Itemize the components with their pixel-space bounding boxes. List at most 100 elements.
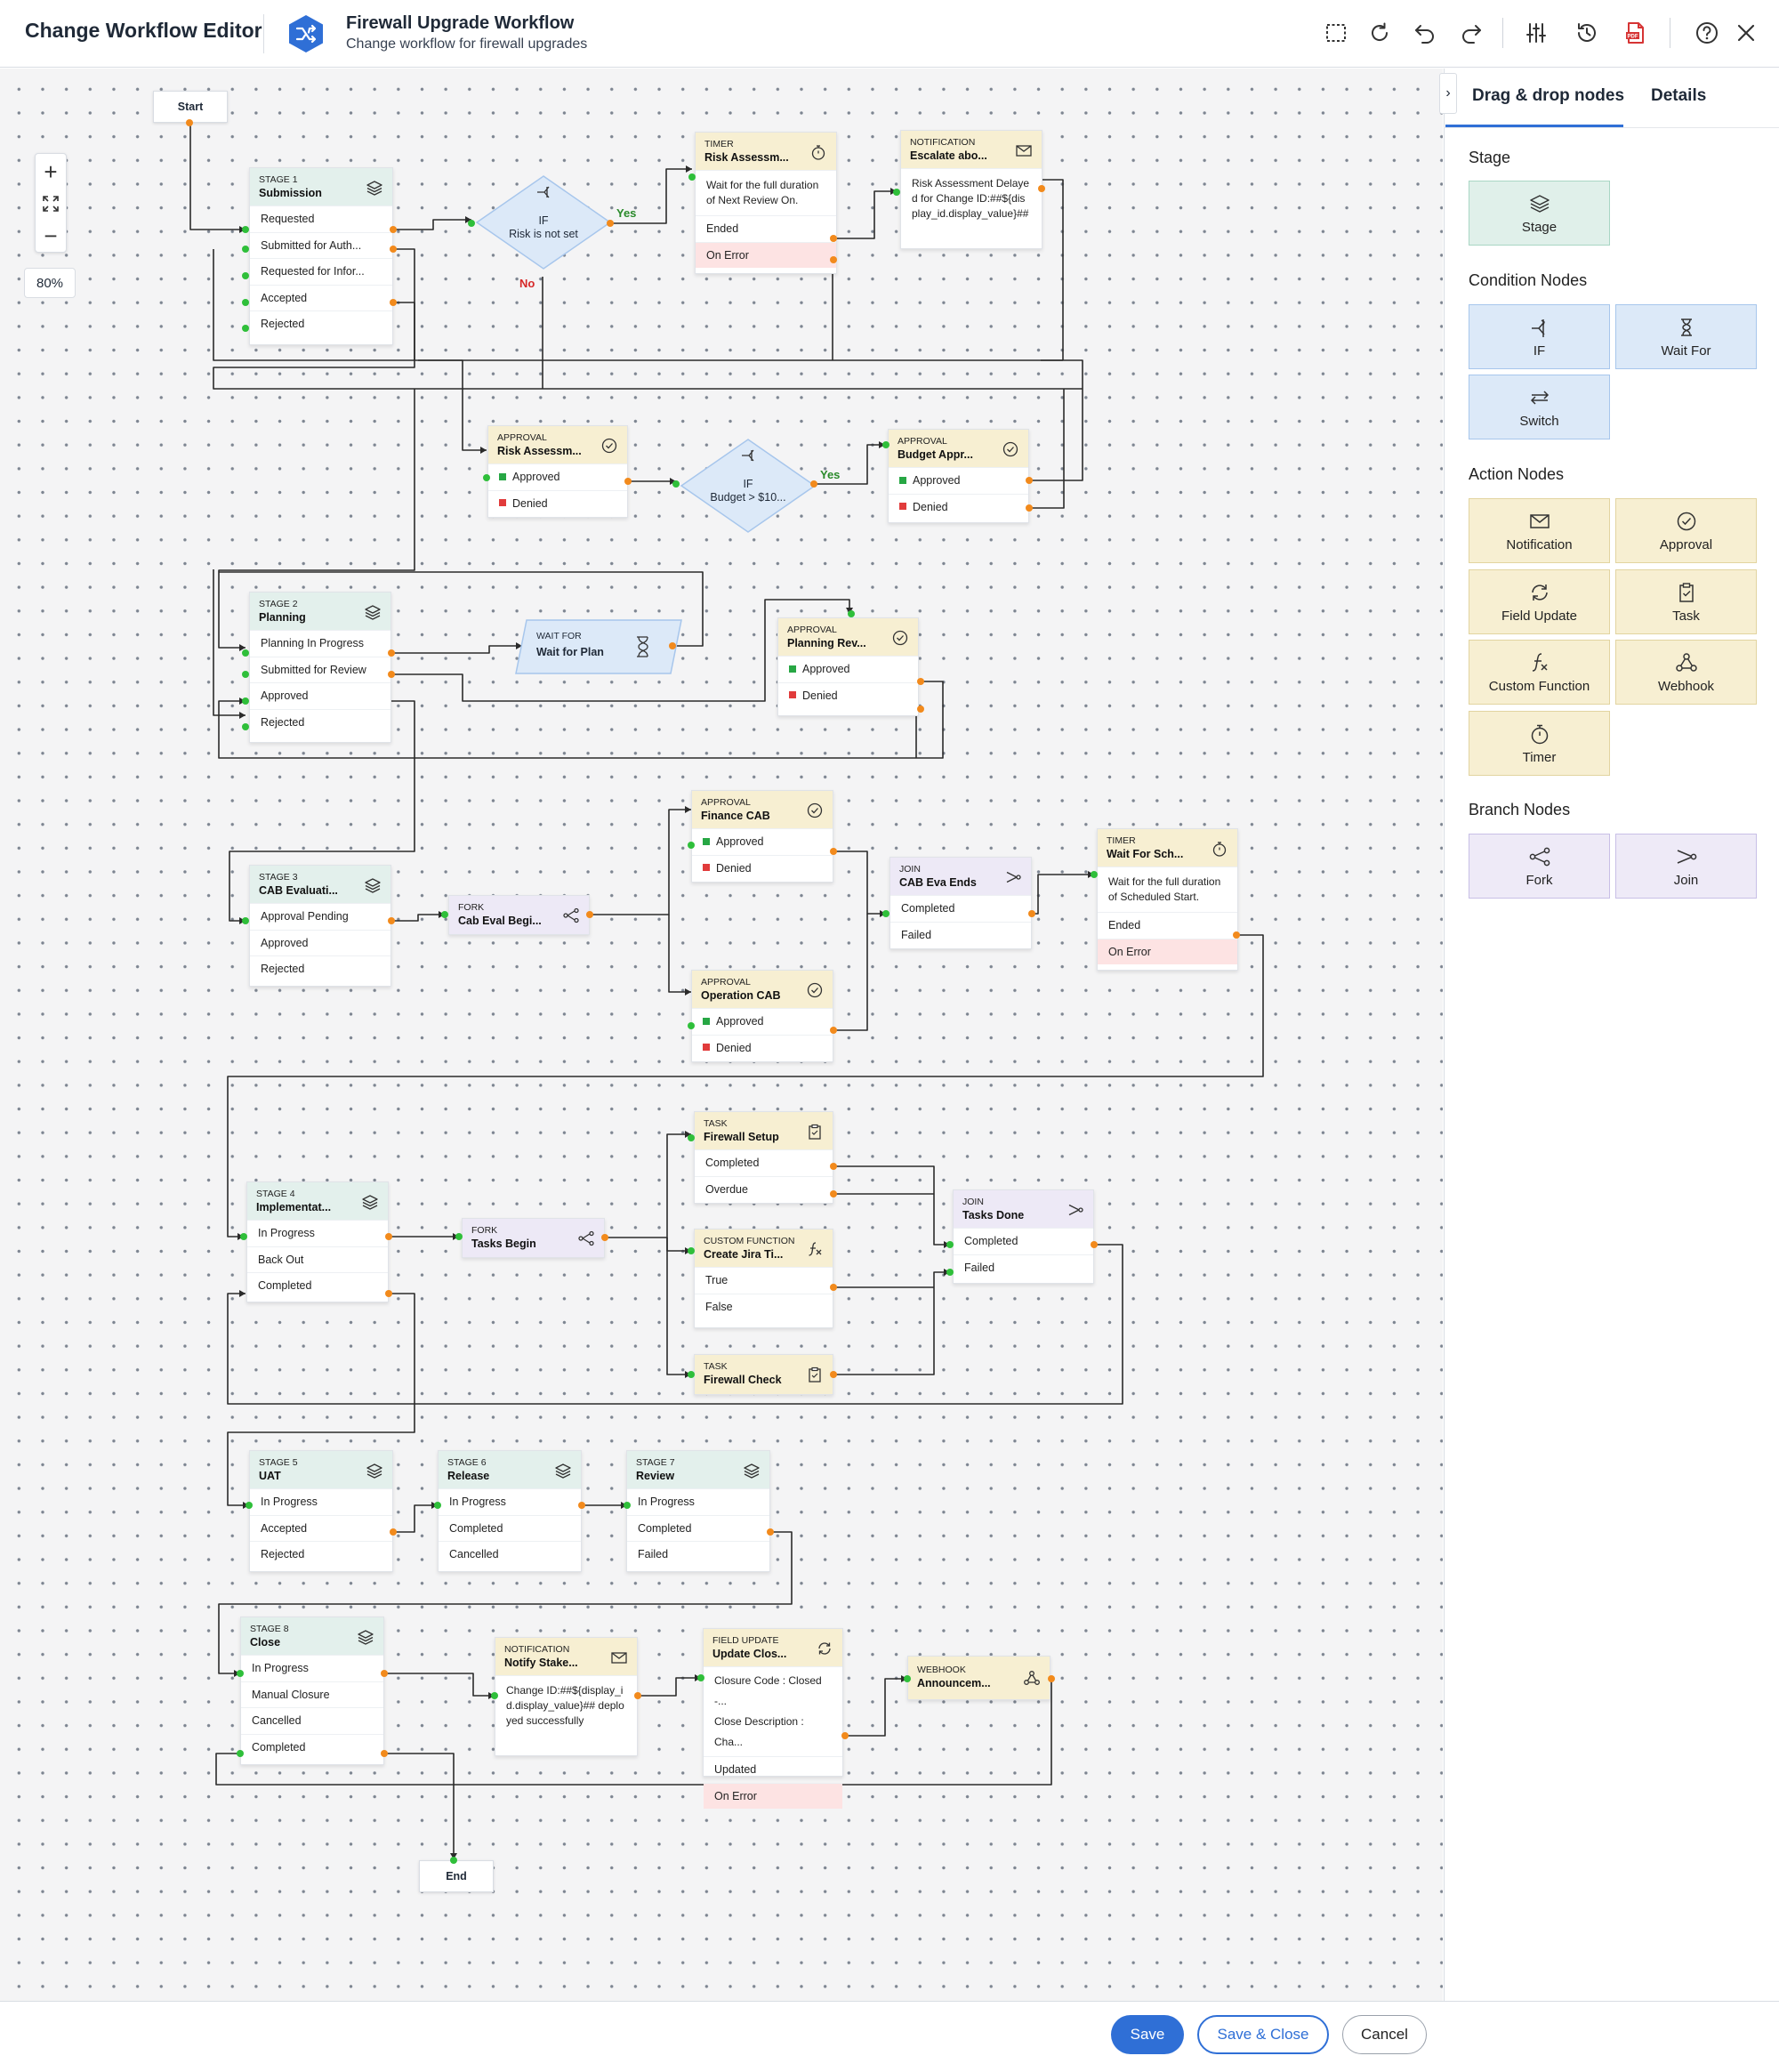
function-outcome-row[interactable]: True xyxy=(695,1267,833,1294)
join-outcome-row[interactable]: Failed xyxy=(954,1254,1093,1281)
join-outcome-row[interactable]: Failed xyxy=(890,921,1031,948)
input-port[interactable] xyxy=(688,1371,695,1378)
palette-custom-function[interactable]: Custom Function xyxy=(1469,640,1610,705)
end-node[interactable]: End xyxy=(419,1860,494,1892)
output-port[interactable] xyxy=(1028,910,1035,917)
input-port[interactable] xyxy=(688,842,695,849)
palette-approval[interactable]: Approval xyxy=(1615,498,1757,563)
stage-status-row[interactable]: Cancelled xyxy=(241,1707,383,1734)
palette-field-update[interactable]: Field Update xyxy=(1469,569,1610,634)
stage-status-row[interactable]: In Progress xyxy=(247,1220,388,1246)
input-port[interactable] xyxy=(688,1247,695,1254)
output-port[interactable] xyxy=(830,1163,837,1170)
timer-error-row[interactable]: On Error xyxy=(696,241,836,268)
output-port[interactable] xyxy=(830,1027,837,1034)
input-port[interactable] xyxy=(946,1269,954,1276)
stage-status-row[interactable]: Cancelled xyxy=(439,1541,581,1568)
input-port[interactable] xyxy=(848,610,855,617)
output-port[interactable] xyxy=(634,1692,641,1699)
output-port[interactable] xyxy=(810,480,817,488)
stage-status-row[interactable]: Submitted for Review xyxy=(250,656,390,683)
input-port[interactable] xyxy=(246,1502,253,1509)
stage-status-row[interactable]: Rejected xyxy=(250,955,390,982)
approval-approved-row[interactable]: Approved xyxy=(488,464,627,490)
palette-task[interactable]: Task xyxy=(1615,569,1757,634)
output-port[interactable] xyxy=(390,299,397,306)
input-port[interactable] xyxy=(242,917,249,924)
input-port[interactable] xyxy=(946,1241,954,1248)
join-outcome-row[interactable]: Completed xyxy=(954,1228,1093,1254)
stage-status-row[interactable]: Completed xyxy=(241,1733,383,1761)
output-port[interactable] xyxy=(830,256,837,263)
output-port[interactable] xyxy=(607,220,614,227)
output-port[interactable] xyxy=(624,478,632,485)
stage-status-row[interactable]: Planning In Progress xyxy=(250,630,390,657)
input-port[interactable] xyxy=(242,226,249,233)
save-button[interactable]: Save xyxy=(1111,2015,1184,2054)
input-port[interactable] xyxy=(242,325,249,332)
input-port[interactable] xyxy=(242,697,249,705)
tab-details[interactable]: Details xyxy=(1651,86,1707,105)
palette-webhook[interactable]: Webhook xyxy=(1615,640,1757,705)
input-port[interactable] xyxy=(483,474,490,481)
help-icon[interactable] xyxy=(1692,18,1722,48)
input-port[interactable] xyxy=(455,1233,463,1240)
input-port[interactable] xyxy=(237,1750,244,1757)
stage-status-row[interactable]: Manual Closure xyxy=(241,1681,383,1708)
stage-status-row[interactable]: Approved xyxy=(250,682,390,709)
stage-status-row[interactable]: Requested xyxy=(250,206,392,232)
stage-status-row[interactable]: Approval Pending xyxy=(250,903,390,930)
stage-status-row[interactable]: Completed xyxy=(247,1272,388,1299)
save-close-button[interactable]: Save & Close xyxy=(1197,2015,1329,2054)
output-port[interactable] xyxy=(1091,1241,1098,1248)
output-port[interactable] xyxy=(1233,931,1240,939)
output-port[interactable] xyxy=(830,1190,837,1197)
output-port[interactable] xyxy=(1026,504,1033,512)
redo-icon[interactable] xyxy=(1456,18,1486,48)
input-port[interactable] xyxy=(237,1670,244,1677)
approval-denied-row[interactable]: Denied xyxy=(692,854,833,882)
input-port[interactable] xyxy=(688,173,696,181)
timer-outcome-row[interactable]: Ended xyxy=(696,215,836,242)
output-port[interactable] xyxy=(841,1732,849,1739)
field-update-outcome-row[interactable]: Updated xyxy=(704,1756,842,1783)
input-port[interactable] xyxy=(893,189,900,196)
input-port[interactable] xyxy=(624,1502,631,1509)
stage-status-row[interactable]: Submitted for Auth... xyxy=(250,231,392,259)
history-icon[interactable] xyxy=(1572,18,1602,48)
stage-status-row[interactable]: In Progress xyxy=(439,1488,581,1515)
output-port[interactable] xyxy=(1038,185,1045,192)
approval-approved-row[interactable]: Approved xyxy=(889,467,1028,494)
if-node-budget[interactable]: IF Budget > $10... xyxy=(680,438,817,534)
approval-denied-row[interactable]: Denied xyxy=(692,1034,833,1061)
input-port[interactable] xyxy=(242,246,249,253)
output-port[interactable] xyxy=(830,1284,837,1291)
output-port[interactable] xyxy=(385,1290,392,1297)
output-port[interactable] xyxy=(390,1528,397,1536)
input-port[interactable] xyxy=(242,299,249,306)
approval-approved-row[interactable]: Approved xyxy=(692,1008,833,1035)
fit-to-screen-icon[interactable] xyxy=(36,188,66,220)
stage-status-row[interactable]: Rejected xyxy=(250,310,392,337)
stage-status-row[interactable]: Failed xyxy=(627,1541,769,1568)
stage-status-row[interactable]: Rejected xyxy=(250,708,390,736)
tab-drag-drop-nodes[interactable]: Drag & drop nodes xyxy=(1472,86,1625,105)
close-icon[interactable] xyxy=(1731,18,1761,48)
